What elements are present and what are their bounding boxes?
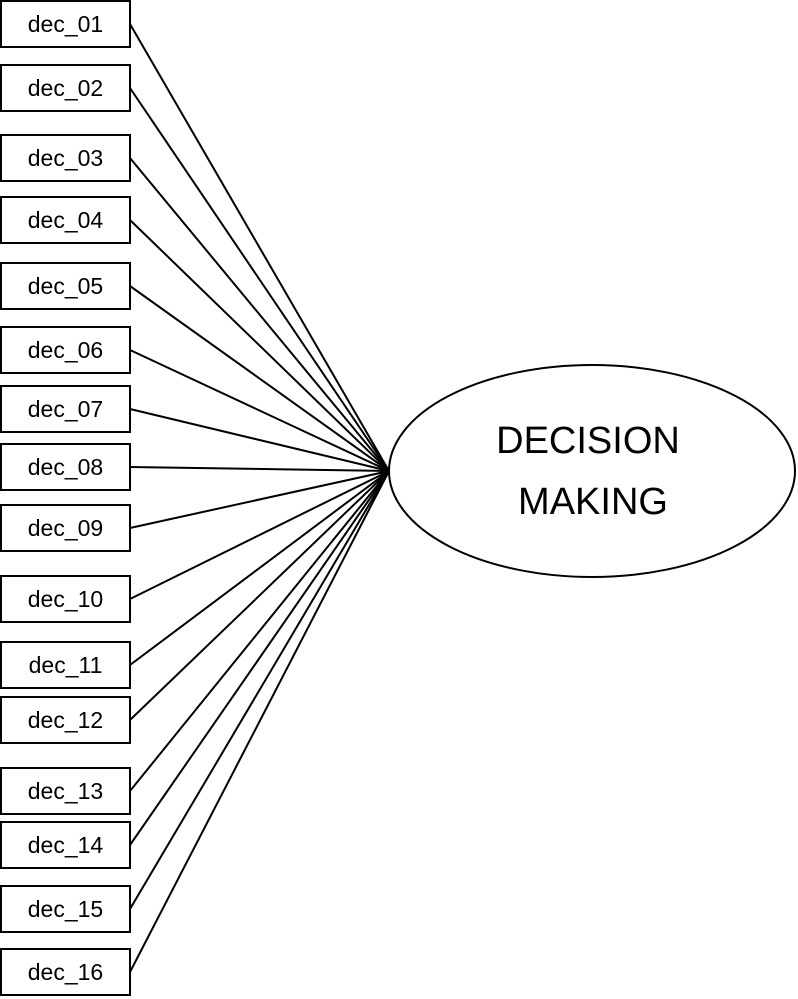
indicator-node: dec_11 [0, 641, 131, 689]
path-lines [129, 23, 390, 973]
path-line [129, 157, 390, 472]
path-line [129, 219, 390, 472]
path-line [129, 470, 390, 529]
indicator-group: dec_01 dec_02 dec_03 dec_04 dec_05 dec_06 dec_… [0, 0, 131, 996]
indicator-label: dec_13 [28, 778, 103, 804]
indicator-label: dec_01 [28, 11, 103, 37]
indicator-label: dec_02 [28, 75, 103, 101]
indicator-label: dec_10 [28, 586, 103, 612]
indicator-box [0, 885, 131, 933]
indicator-label: dec_03 [28, 145, 103, 171]
indicator-label: dec_15 [28, 896, 103, 922]
latent-construct: DECISION MAKING [388, 364, 796, 578]
indicator-node: dec_06 [0, 326, 131, 374]
construct-label-line-2: MAKING [518, 481, 668, 523]
indicator-box [0, 0, 131, 48]
path-line [129, 87, 390, 472]
construct-label-line-1: DECISION [496, 420, 680, 462]
path-line [129, 470, 390, 846]
indicator-label: dec_16 [28, 959, 103, 985]
indicator-box [0, 641, 131, 689]
indicator-node: dec_09 [0, 504, 131, 552]
indicator-label: dec_05 [28, 273, 103, 299]
indicator-box [0, 326, 131, 374]
indicator-label: dec_12 [28, 707, 103, 733]
indicator-node: dec_07 [0, 385, 131, 433]
indicator-label: dec_07 [28, 396, 103, 422]
construct-ellipse [388, 364, 796, 578]
indicator-label: dec_08 [28, 454, 103, 480]
path-line [129, 470, 390, 666]
path-line [129, 466, 390, 472]
path-line [129, 23, 390, 472]
indicator-node: dec_04 [0, 196, 131, 244]
indicator-node: dec_02 [0, 64, 131, 112]
path-line [129, 470, 390, 910]
indicator-label: dec_06 [28, 337, 103, 363]
indicator-box [0, 575, 131, 623]
path-line [129, 470, 390, 973]
path-line [129, 285, 390, 472]
indicator-node: dec_01 [0, 0, 131, 48]
indicator-label: dec_04 [28, 207, 104, 233]
indicator-box [0, 134, 131, 182]
indicator-node: dec_10 [0, 575, 131, 623]
path-line [129, 349, 390, 472]
indicator-box [0, 948, 131, 996]
indicator-node: dec_16 [0, 948, 131, 996]
indicator-box [0, 767, 131, 815]
indicator-box [0, 64, 131, 112]
path-line [129, 470, 390, 792]
indicator-box [0, 385, 131, 433]
indicator-box [0, 262, 131, 310]
indicator-box [0, 443, 131, 491]
indicator-label: dec_14 [28, 832, 104, 858]
indicator-box [0, 504, 131, 552]
path-line [129, 408, 390, 472]
indicator-node: dec_13 [0, 767, 131, 815]
indicator-node: dec_14 [0, 821, 131, 869]
indicator-node: dec_03 [0, 134, 131, 182]
indicator-box [0, 696, 131, 744]
indicator-node: dec_12 [0, 696, 131, 744]
indicator-label: dec_11 [29, 652, 103, 678]
indicator-node: dec_05 [0, 262, 131, 310]
indicator-label: dec_09 [28, 515, 103, 541]
indicator-box [0, 821, 131, 869]
indicator-box [0, 196, 131, 244]
indicator-node: dec_15 [0, 885, 131, 933]
indicator-node: dec_08 [0, 443, 131, 491]
path-line [129, 470, 390, 600]
path-line [129, 470, 390, 721]
